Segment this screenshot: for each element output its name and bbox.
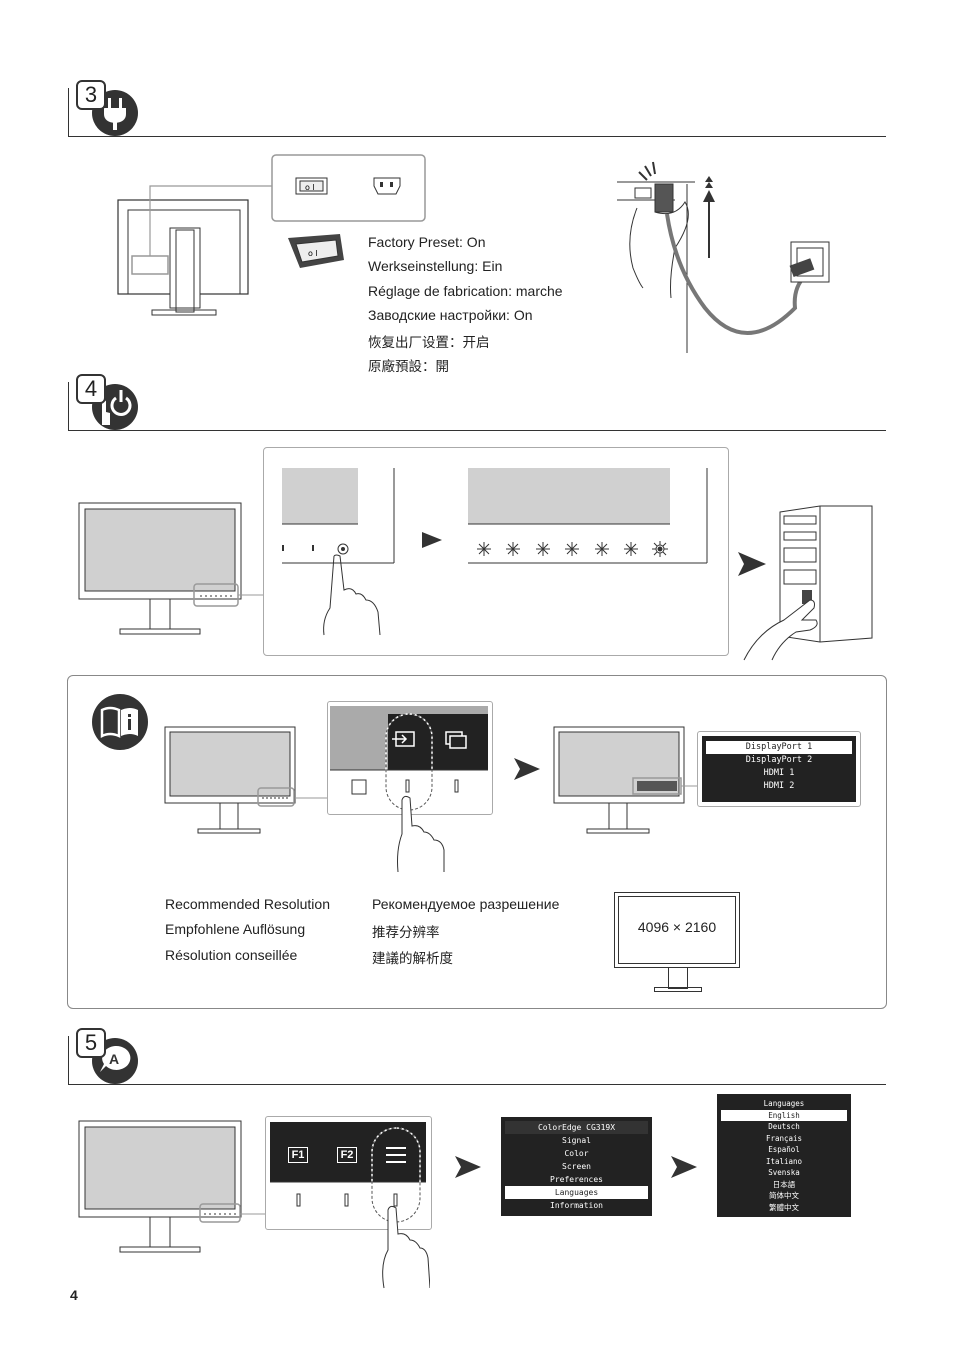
language-option-japanese[interactable]: 日本語 — [772, 1179, 796, 1189]
menu-icon[interactable] — [386, 1147, 406, 1163]
main-menu-title: ColorEdge CG319X — [505, 1121, 648, 1134]
resolution-monitor: 4096 × 2160 — [614, 892, 740, 968]
svg-text:o l: o l — [305, 183, 315, 192]
factory-preset-zh-tw: 原廠預設：開 — [368, 359, 449, 375]
info-manual-icon — [92, 694, 148, 750]
monitor-front-step4 — [78, 502, 266, 635]
input-option-hdmi-1[interactable]: HDMI 1 — [763, 768, 795, 778]
factory-preset-en: Factory Preset: On — [368, 234, 486, 250]
recommended-resolution-zh-cn: 推荐分辨率 — [372, 925, 440, 941]
recommended-resolution-ru: Рекомендуемое разрешение — [372, 896, 560, 912]
factory-preset-fr: Réglage de fabrication: marche — [368, 283, 563, 299]
power-button-press-illustration — [282, 468, 708, 636]
language-option-espanol[interactable]: Español — [768, 1145, 800, 1154]
language-option-deutsch[interactable]: Deutsch — [768, 1122, 800, 1131]
step3-number-badge: 3 — [76, 80, 106, 110]
menu-item-color[interactable]: Color — [564, 1149, 589, 1158]
monitor-input-menu-illustration — [553, 726, 701, 834]
pc-tower-illustration — [743, 505, 873, 661]
language-option-italiano[interactable]: Italiano — [765, 1156, 803, 1166]
languages-menu-title: Languages — [763, 1099, 805, 1108]
step5-header: 5 A — [68, 1026, 886, 1086]
language-option-francais[interactable]: Français — [765, 1133, 803, 1143]
step4-header: 4 — [68, 372, 886, 432]
language-option-english[interactable]: English — [721, 1109, 847, 1121]
step3-header: 3 — [68, 78, 886, 138]
factory-preset-ru: Заводские настройки: On — [368, 307, 533, 323]
step4-number-badge: 4 — [76, 374, 106, 404]
language-option-traditional-chinese[interactable]: 繁體中文 — [769, 1202, 799, 1212]
arrow-right-icon — [514, 758, 540, 780]
plug-cable-illustration — [617, 161, 830, 353]
languages-menu-osd: Languages English Deutsch Français Españ… — [717, 1094, 851, 1217]
language-option-svenska[interactable]: Svenska — [768, 1168, 800, 1177]
input-option-hdmi-2[interactable]: HDMI 2 — [763, 781, 795, 791]
recommended-resolution-fr: Résolution conseillée — [165, 947, 298, 963]
power-plug-icon — [92, 90, 138, 136]
resolution-value: 4096 × 2160 — [637, 919, 717, 935]
menu-item-screen[interactable]: Screen — [562, 1162, 591, 1171]
svg-text:A: A — [109, 1051, 119, 1067]
menu-item-information[interactable]: Information — [550, 1201, 603, 1210]
menu-button-press-illustration — [270, 1127, 430, 1289]
arrow-right-icon — [455, 1156, 481, 1178]
page-number: 4 — [70, 1287, 78, 1303]
step5-number-badge: 5 — [76, 1028, 106, 1058]
menu-item-languages[interactable]: Languages — [505, 1186, 648, 1199]
recommended-resolution-zh-tw: 建議的解析度 — [372, 951, 453, 967]
input-button-press-illustration — [330, 706, 488, 873]
input-option-displayport-1[interactable]: DisplayPort 1 — [706, 741, 852, 754]
recommended-resolution-de: Empfohlene Auflösung — [165, 921, 306, 937]
menu-item-signal[interactable]: Signal — [562, 1136, 591, 1145]
menu-item-preferences[interactable]: Preferences — [550, 1175, 603, 1184]
input-option-displayport-2[interactable]: DisplayPort 2 — [745, 755, 813, 765]
arrow-right-icon — [671, 1156, 697, 1178]
factory-preset-zh-cn: 恢复出厂设置：开启 — [368, 335, 490, 351]
monitor-front-info — [164, 726, 332, 834]
recommended-resolution-en: Recommended Resolution — [165, 896, 330, 912]
factory-preset-de: Werkseinstellung: Ein — [368, 258, 503, 274]
monitor-front-step5 — [78, 1120, 266, 1253]
function-button-bar: F1 F2 — [270, 1122, 426, 1182]
monitor-back-illustration: o l o l — [117, 154, 426, 316]
svg-text:o l: o l — [308, 249, 318, 258]
f1-button-icon[interactable]: F1 — [288, 1147, 308, 1163]
input-menu-osd: DisplayPort 1 DisplayPort 2 HDMI 1 HDMI … — [697, 731, 861, 807]
arrow-right-icon — [738, 552, 766, 576]
language-option-simplified-chinese[interactable]: 简体中文 — [769, 1191, 799, 1200]
main-menu-osd: ColorEdge CG319X Signal Color Screen Pre… — [501, 1117, 652, 1216]
f2-button-icon[interactable]: F2 — [337, 1147, 357, 1163]
